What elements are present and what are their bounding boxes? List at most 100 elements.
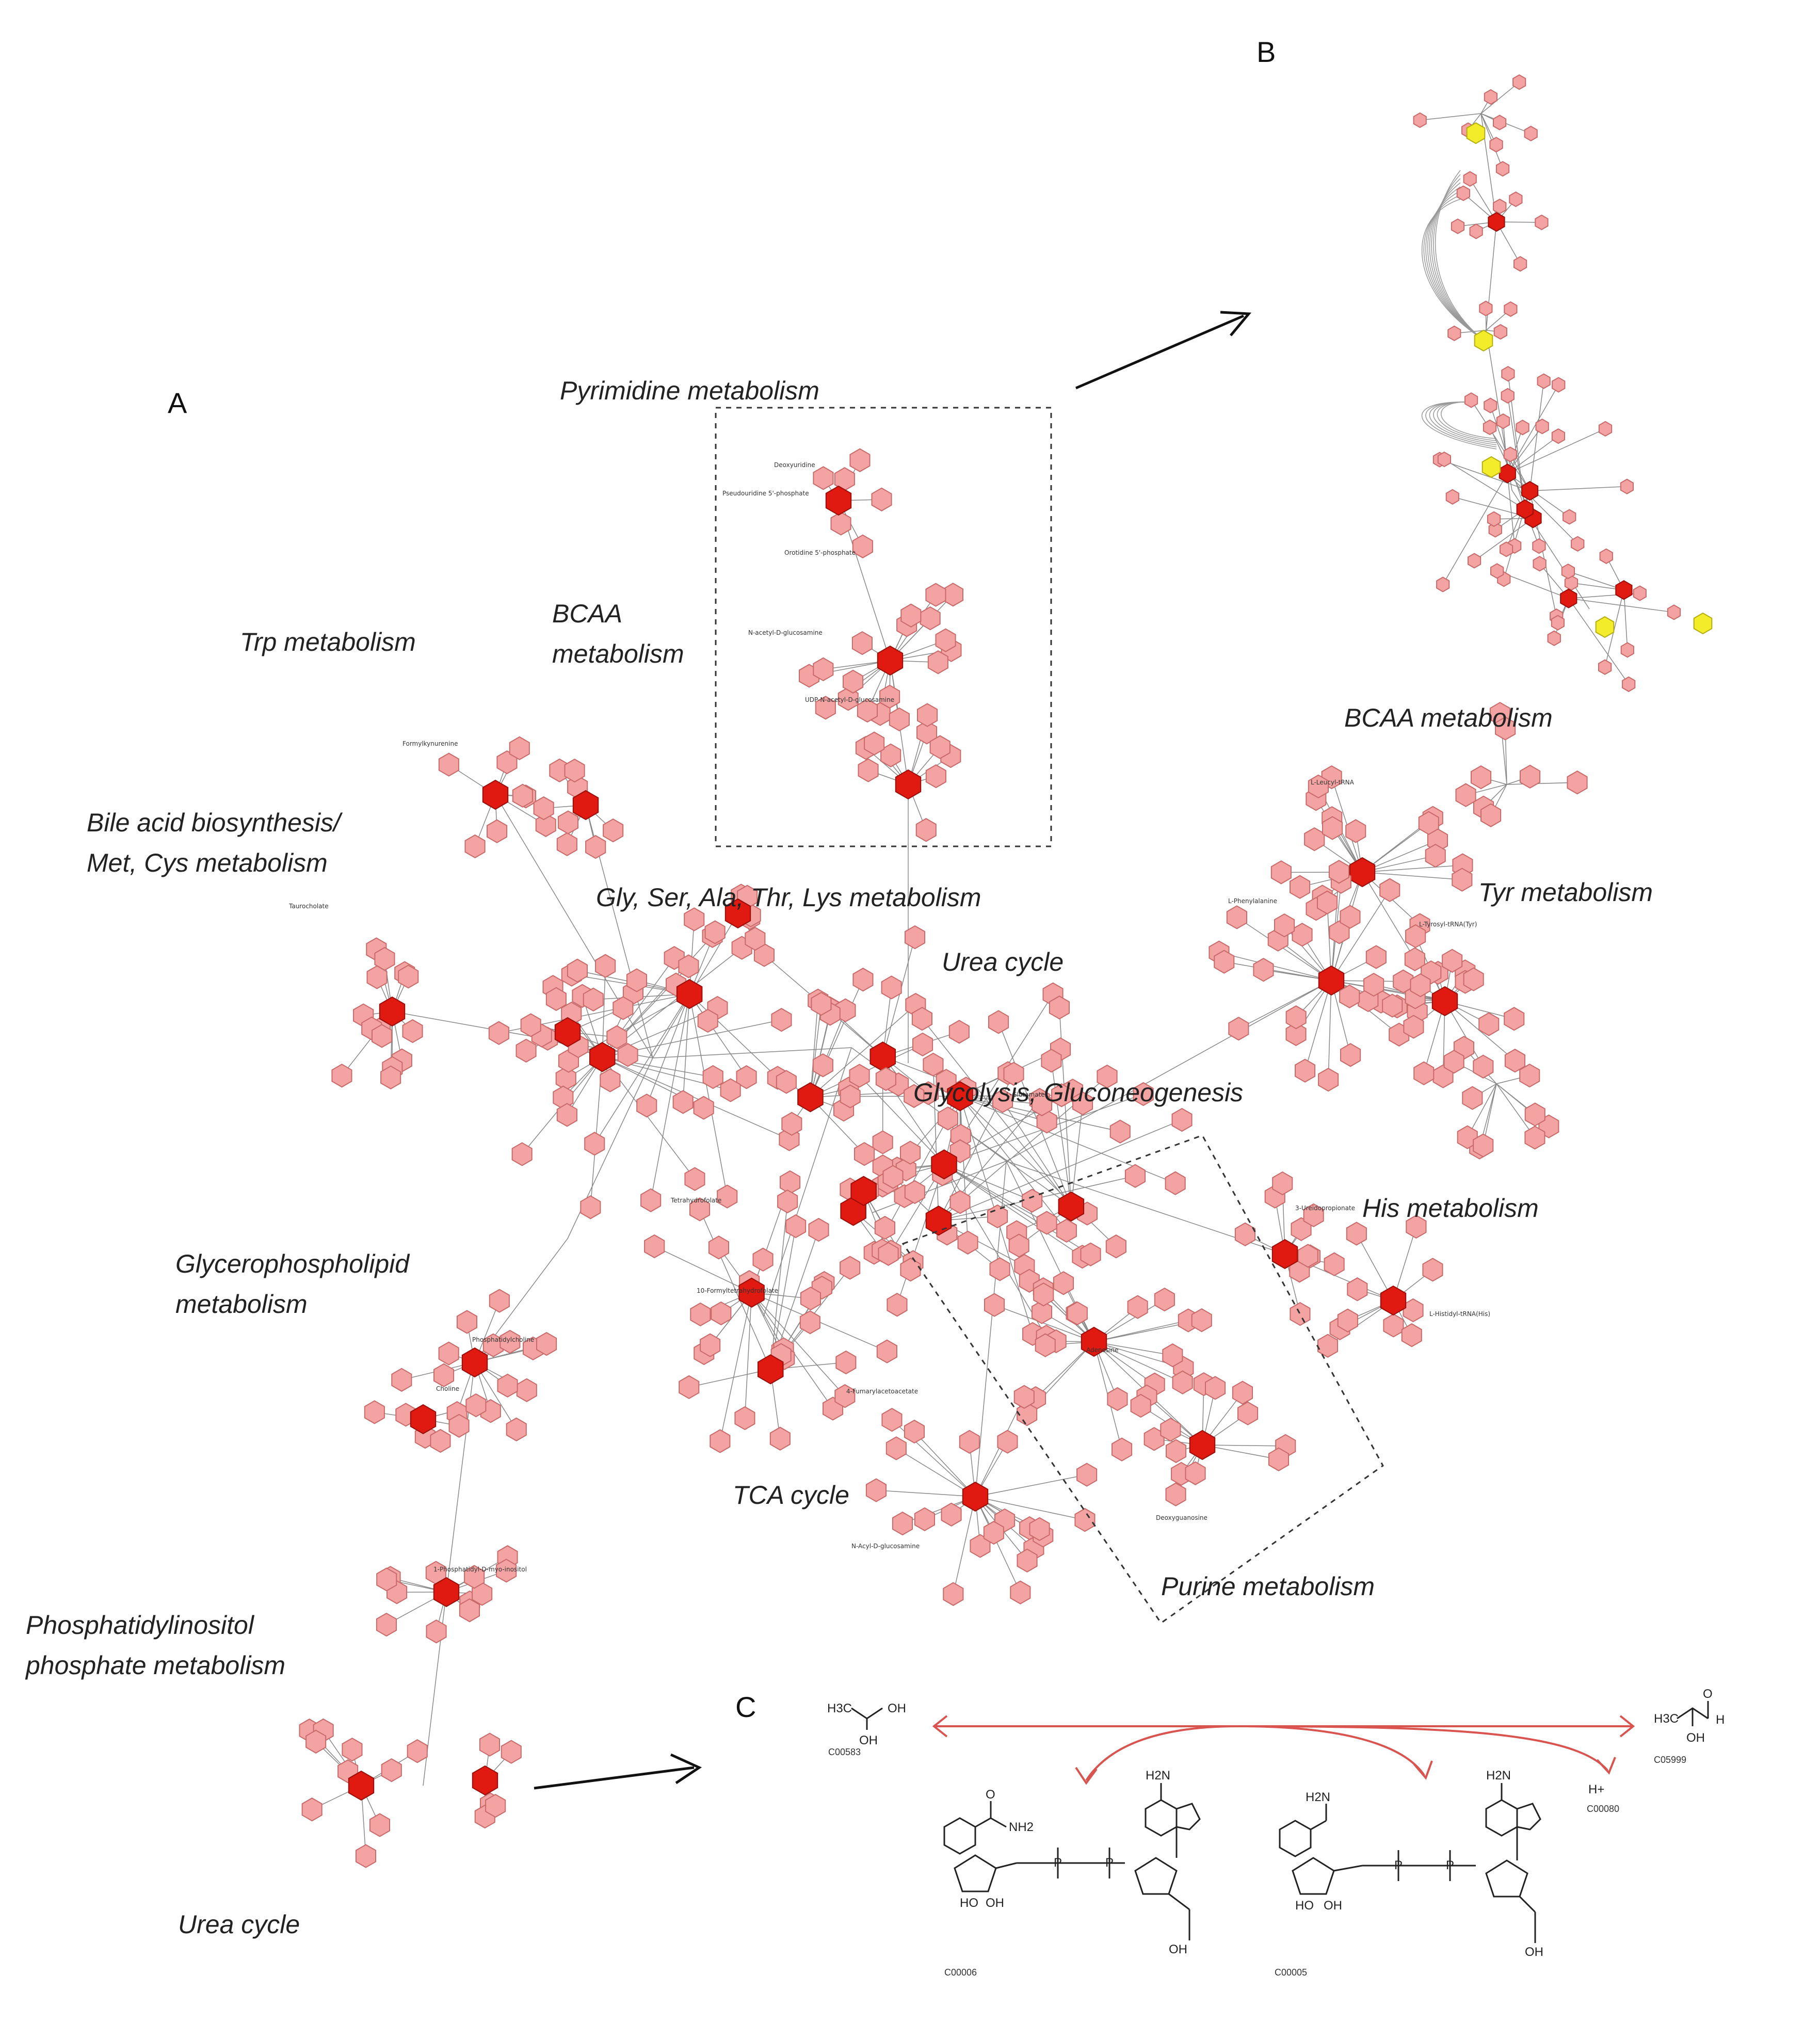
metabolite-node bbox=[1285, 1022, 1307, 1047]
metabolite-node bbox=[1436, 576, 1450, 592]
metabolite-node bbox=[556, 1103, 577, 1127]
metabolite-node bbox=[957, 1230, 978, 1255]
node-label: N-acetyl-D-glucosamine bbox=[748, 629, 823, 636]
metabolite-node bbox=[904, 1419, 925, 1444]
metabolite-node bbox=[1484, 89, 1497, 105]
compound-id-lactaldehyde: C05999 bbox=[1654, 1755, 1687, 1765]
metabolite-node bbox=[874, 1215, 895, 1240]
node-label: N-Acyl-D-glucosamine bbox=[851, 1543, 920, 1550]
hub-node bbox=[461, 1347, 488, 1378]
purine-metabolism-label: Purine metabolism bbox=[1161, 1572, 1375, 1601]
metabolite-node bbox=[988, 1010, 1009, 1034]
metabolite-node bbox=[1017, 1548, 1038, 1573]
metabolite-node bbox=[487, 819, 508, 843]
metabolite-node bbox=[535, 813, 556, 837]
hub-node bbox=[1615, 580, 1633, 600]
metabolite-node bbox=[1512, 74, 1526, 90]
metabolite-node bbox=[583, 987, 604, 1012]
network-edge bbox=[876, 1489, 976, 1497]
purine-region-box bbox=[901, 1134, 1384, 1625]
metabolite-node bbox=[1463, 967, 1484, 991]
metabolite-node bbox=[1404, 947, 1425, 971]
metabolite-node bbox=[545, 987, 567, 1011]
metabolite-node bbox=[1484, 397, 1497, 413]
network-edge bbox=[810, 979, 864, 1098]
metabolite-node bbox=[1551, 615, 1565, 631]
metabolite-node bbox=[459, 1598, 480, 1623]
metabolite-node bbox=[1166, 1439, 1187, 1463]
metabolite-node bbox=[1234, 1222, 1255, 1246]
metabolite-node bbox=[785, 1214, 807, 1239]
metabolite-node bbox=[1290, 1302, 1311, 1326]
network-edge bbox=[751, 1292, 845, 1396]
panel-a-label: A bbox=[168, 387, 187, 419]
nh2-label: NH2 bbox=[1009, 1820, 1034, 1834]
phosphatidylinositol-label: Phosphatidylinositol phosphate metabolis… bbox=[26, 1611, 286, 1680]
urea-cycle-label-b: Urea cycle bbox=[178, 1910, 300, 1939]
metabolite-node bbox=[942, 583, 963, 607]
p-label-2: P bbox=[1105, 1856, 1114, 1870]
metabolite-node bbox=[1567, 770, 1588, 795]
metabolite-node bbox=[1031, 1300, 1052, 1324]
arrow-right-up-icon bbox=[1075, 311, 1252, 390]
hub-node bbox=[472, 1765, 498, 1796]
metabolite-node bbox=[1483, 419, 1497, 436]
metabolite-node bbox=[849, 448, 871, 472]
node-label: L-Leucyl-tRNA bbox=[1311, 779, 1355, 786]
node-label: 1-Phosphatidyl-D-myo-inositol bbox=[433, 1566, 527, 1573]
metabolite-node bbox=[1504, 1007, 1525, 1031]
oh-label-2: OH bbox=[859, 1733, 878, 1747]
metabolite-node bbox=[710, 1429, 731, 1453]
node-label: L-Histidyl-tRNA(His) bbox=[1429, 1310, 1490, 1318]
oh-label-6: OH bbox=[1324, 1899, 1342, 1913]
network-edge bbox=[810, 1004, 822, 1098]
metabolite-node bbox=[690, 1302, 711, 1327]
hub-node bbox=[877, 645, 904, 676]
node-label: 4-Fumarylacetoacetate bbox=[846, 1388, 918, 1395]
his-metabolism-label: His metabolism bbox=[1362, 1194, 1539, 1223]
network-edge bbox=[699, 1209, 771, 1370]
metabolite-node bbox=[1513, 256, 1527, 272]
metabolite-node bbox=[776, 1070, 797, 1094]
metabolite-node bbox=[606, 1025, 627, 1049]
h2n-label-3: H2N bbox=[1486, 1769, 1511, 1783]
metabolite-node bbox=[849, 1064, 870, 1088]
node-label: UDP-N-acetyl-D-glucosamine bbox=[805, 696, 894, 703]
node-label: Formylkynurenine bbox=[402, 740, 458, 747]
metabolite-node bbox=[511, 1142, 533, 1166]
metabolite-node bbox=[305, 1729, 327, 1754]
loop-edge bbox=[1421, 402, 1497, 449]
network-edge bbox=[1529, 381, 1544, 491]
metabolite-node bbox=[865, 1478, 887, 1502]
metabolite-node bbox=[640, 1188, 662, 1212]
hub-node bbox=[1271, 1239, 1298, 1270]
metabolite-node bbox=[1462, 1086, 1483, 1110]
metabolite-node bbox=[1471, 765, 1492, 790]
metabolite-node bbox=[900, 1258, 921, 1282]
metabolite-node bbox=[613, 996, 634, 1020]
metabolite-node bbox=[1418, 811, 1439, 835]
metabolite-node bbox=[485, 1793, 506, 1818]
urea-cycle-label: Urea cycle bbox=[942, 948, 1064, 976]
tca-cycle-label: TCA cycle bbox=[733, 1481, 849, 1510]
metabolite-node bbox=[372, 1024, 393, 1048]
metabolite-node bbox=[1339, 984, 1360, 1008]
network-edge bbox=[882, 937, 915, 1057]
metabolite-node bbox=[636, 1094, 657, 1118]
hub-node bbox=[797, 1082, 824, 1113]
network-edge bbox=[1480, 82, 1520, 114]
node-label: 3-Ureidopropionate bbox=[1295, 1205, 1355, 1212]
metabolite-node bbox=[948, 1020, 970, 1044]
metabolite-node bbox=[1017, 1402, 1038, 1426]
metabolite-node bbox=[1456, 185, 1470, 201]
metabolite-node bbox=[1403, 1298, 1424, 1323]
metabolite-node bbox=[1010, 1580, 1031, 1604]
metabolite-node bbox=[887, 1293, 908, 1317]
p-label-4: P bbox=[1446, 1858, 1454, 1872]
metabolite-node bbox=[720, 1078, 741, 1102]
o-label: O bbox=[1703, 1687, 1713, 1701]
pathway-link-edge bbox=[763, 1047, 852, 1316]
metabolite-node bbox=[496, 1559, 517, 1583]
node-label: L-Tyrosyl-tRNA(Tyr) bbox=[1419, 921, 1477, 928]
network-edge bbox=[998, 1022, 1072, 1207]
